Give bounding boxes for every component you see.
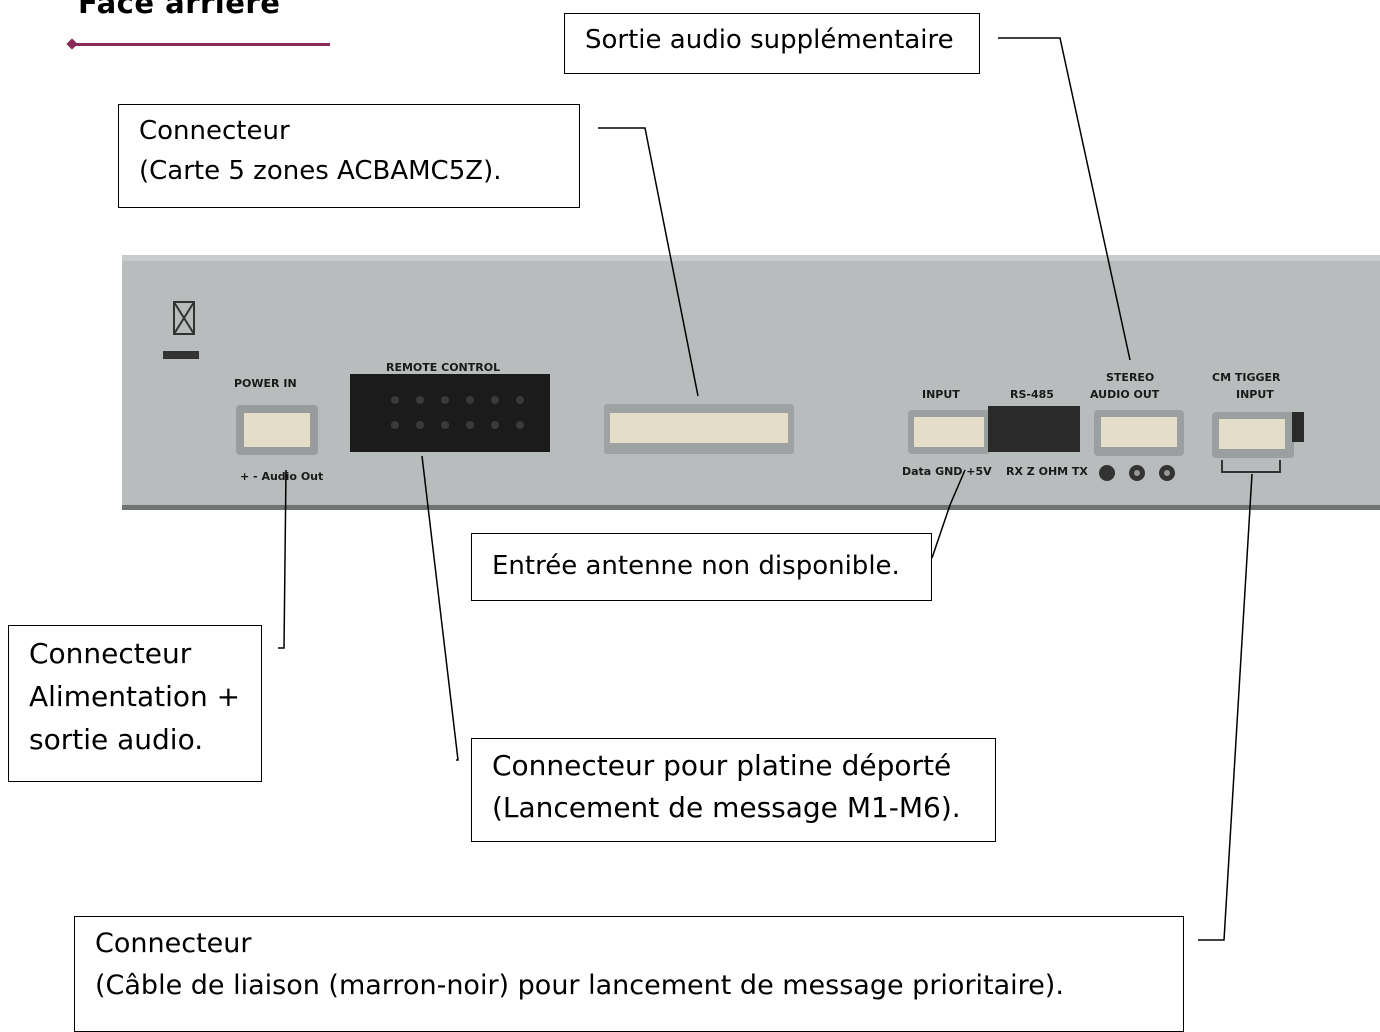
callout-audio-out: Sortie audio supplémentaire: [564, 13, 980, 74]
rs485-connector: [988, 406, 1080, 452]
power-connector: [244, 413, 310, 447]
callout-zones-line-1: Connecteur: [139, 116, 290, 146]
callout-antenna-line-1: Entrée antenne non disponible.: [492, 551, 900, 581]
callout-remote-line-1: Connecteur pour platine déporté: [492, 749, 952, 782]
callout-power-line-1: Connecteur: [29, 637, 192, 670]
power-in-label: POWER IN: [234, 377, 297, 390]
callout-power: Connecteur Alimentation + sortie audio.: [8, 625, 262, 782]
rs485-label: RS-485: [1010, 388, 1054, 401]
callout-remote: Connecteur pour platine déporté (Lanceme…: [471, 738, 996, 842]
callout-antenna: Entrée antenne non disponible.: [471, 533, 932, 601]
stereo-screws: [1099, 465, 1175, 481]
remote-connector: [350, 374, 550, 452]
input-label: INPUT: [922, 388, 960, 401]
input-bottom-label: Data GND +5V: [902, 465, 992, 478]
remote-control-label: REMOTE CONTROL: [386, 361, 500, 374]
callout-priority-line-1: Connecteur: [95, 928, 252, 959]
trigger-label: CM TIGGER: [1212, 371, 1281, 384]
callout-priority-line-2: (Câble de liaison (marron-noir) pour lan…: [95, 970, 1064, 1001]
input-connector: [914, 417, 984, 447]
rs485-bottom-label: RX Z OHM TX: [1006, 465, 1088, 478]
stereo-label: STEREO: [1106, 371, 1154, 384]
trigger-input-label: INPUT: [1236, 388, 1274, 401]
callout-power-line-3: sortie audio.: [29, 723, 204, 756]
callout-remote-line-2: (Lancement de message M1-M6).: [492, 791, 961, 824]
callout-zones-line-2: (Carte 5 zones ACBAMC5Z).: [139, 156, 502, 186]
callout-audio-out-line-1: Sortie audio supplémentaire: [585, 25, 954, 55]
stereo-audio-out-label: AUDIO OUT: [1090, 388, 1160, 401]
power-sub-label: + - Audio Out: [240, 470, 323, 483]
callout-zones: Connecteur (Carte 5 zones ACBAMC5Z).: [118, 104, 580, 208]
panel-logo: [163, 301, 199, 359]
title-rule: [72, 43, 330, 46]
trigger-connector: [1219, 419, 1285, 449]
callout-power-line-2: Alimentation +: [29, 680, 241, 713]
callout-priority: Connecteur (Câble de liaison (marron-noi…: [74, 916, 1184, 1032]
stereo-connector: [1101, 417, 1177, 447]
leader-lines: [278, 37, 1253, 941]
zones-connector: [610, 413, 788, 443]
page-title: Face arrière: [78, 0, 281, 20]
